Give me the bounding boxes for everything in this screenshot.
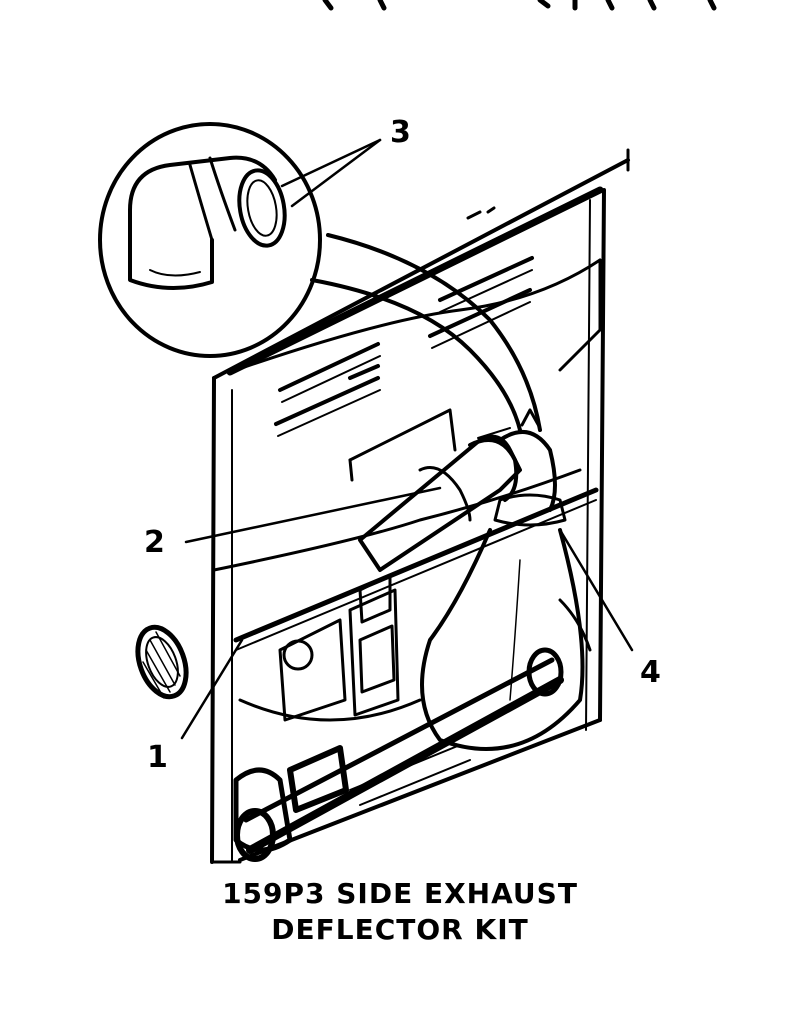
callout-4: 4 — [640, 655, 661, 690]
exhaust-duct — [358, 427, 522, 572]
leader-lines — [180, 138, 634, 740]
detail-inset — [98, 122, 542, 432]
dryer-cabinet — [210, 148, 630, 864]
callout-1: 1 — [147, 740, 168, 775]
side-vent-grille — [135, 624, 189, 700]
callout-2: 2 — [144, 525, 165, 560]
top-edge-marks — [322, 0, 717, 11]
caption-line-2: DEFLECTOR KIT — [271, 913, 529, 946]
blower-housing — [420, 430, 592, 751]
callout-3: 3 — [390, 115, 411, 150]
caption-line-1: 159P3 SIDE EXHAUST — [222, 877, 578, 910]
